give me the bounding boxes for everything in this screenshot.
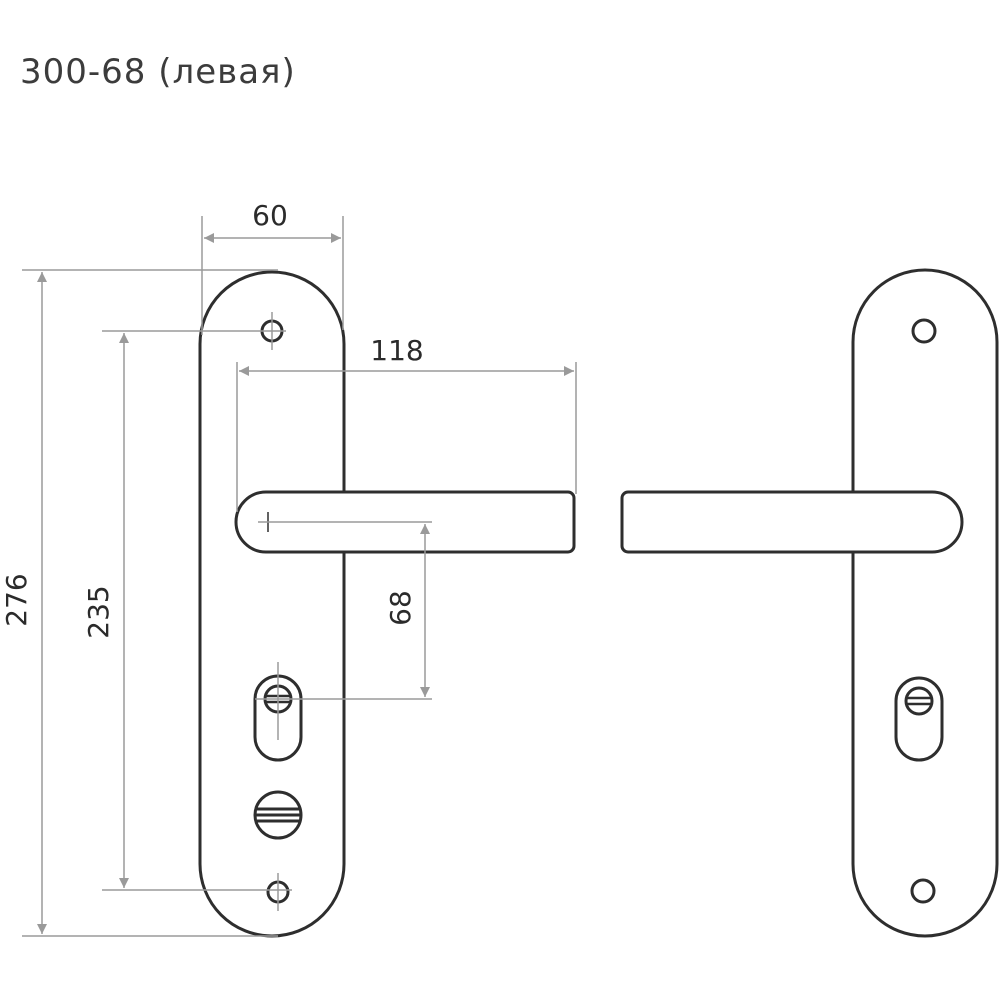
right-bottom-screw-hole	[910, 878, 936, 904]
right-handle-assembly	[620, 268, 999, 938]
dim-handle-length: 118	[370, 334, 423, 367]
dimension-lines	[22, 216, 577, 937]
right-key-cylinder	[894, 676, 944, 762]
drawing-title: 300-68 (левая)	[20, 52, 296, 92]
dim-total-height: 276	[0, 573, 33, 626]
right-backplate	[851, 268, 999, 938]
left-privacy-turn	[253, 790, 303, 840]
dim-screw-spacing: 235	[82, 585, 115, 638]
left-handle-assembly	[198, 270, 576, 938]
dim-handle-to-key: 68	[384, 590, 417, 626]
right-top-screw-hole	[911, 318, 937, 344]
right-lever-handle	[620, 490, 964, 554]
dim-plate-width: 60	[252, 199, 288, 232]
